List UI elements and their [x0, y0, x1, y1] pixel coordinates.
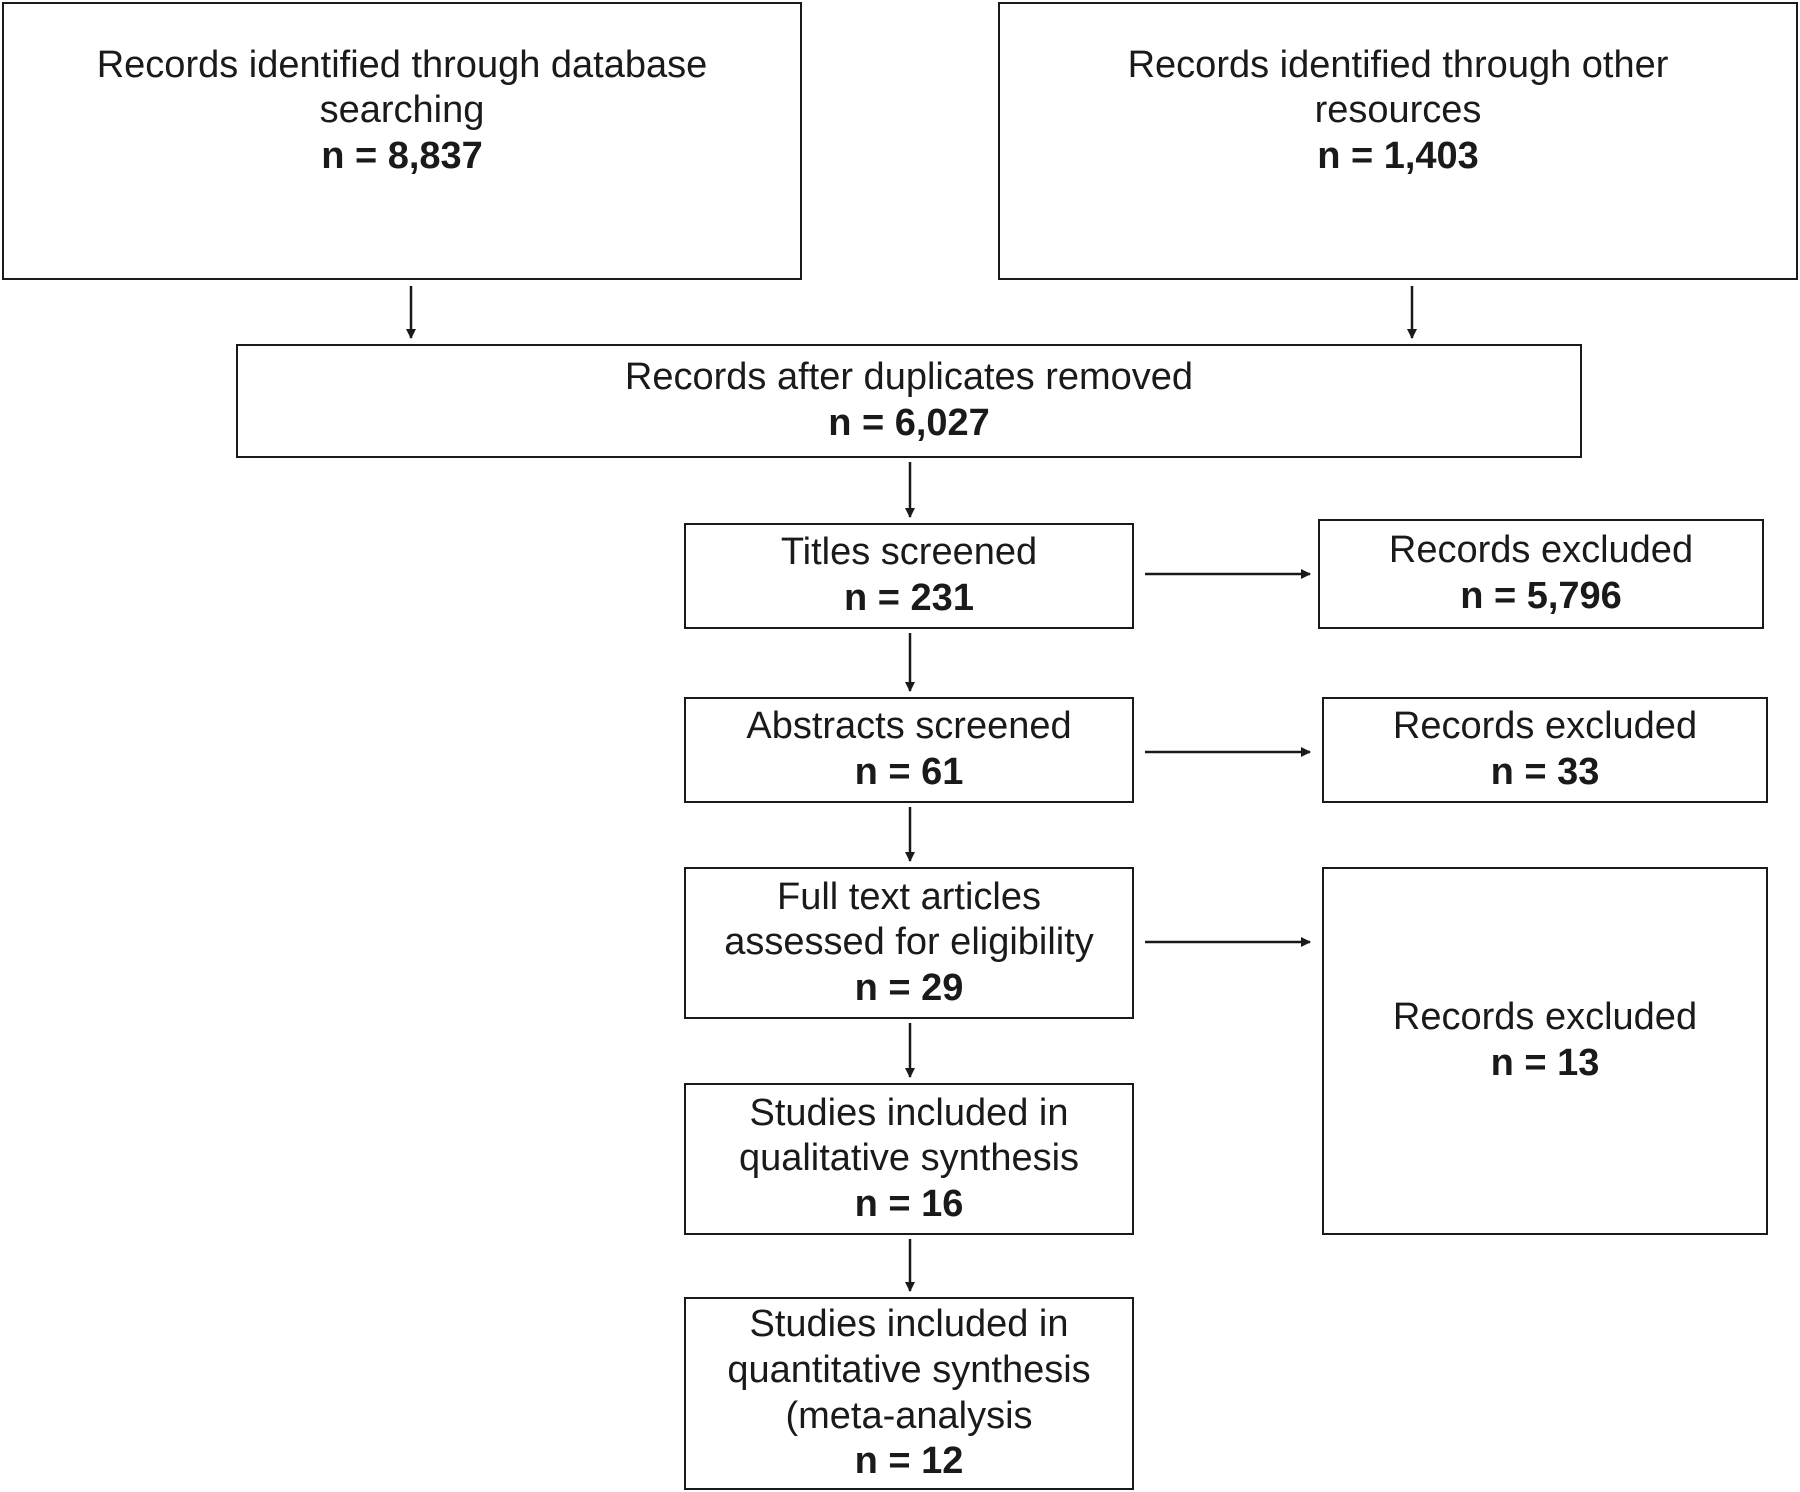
box-label: Studies included in quantitative synthes… [727, 1303, 1091, 1437]
titles-screened-box: Titles screened n = 231 [684, 523, 1134, 629]
box-count: n = 1,403 [1317, 134, 1479, 177]
box-label: Records identified through other resourc… [1127, 43, 1669, 132]
qualitative-synthesis-box: Studies included in qualitative synthesi… [684, 1083, 1134, 1235]
box-label: Studies included in qualitative synthesi… [738, 1091, 1080, 1180]
full-text-excluded-box: Records excluded n = 13 [1322, 867, 1768, 1235]
database-search-box: Records identified through database sear… [2, 2, 802, 280]
box-count: n = 16 [854, 1182, 964, 1225]
box-label: Abstracts screened [746, 705, 1072, 748]
full-text-box: Full text articles assessed for eligibil… [684, 867, 1134, 1019]
box-label: Records excluded [1392, 705, 1698, 748]
box-count: n = 231 [844, 577, 974, 619]
box-count: n = 5,796 [1460, 575, 1622, 617]
box-count: n = 6,027 [828, 402, 990, 444]
box-label: Records identified through database sear… [96, 43, 708, 132]
other-resources-box: Records identified through other resourc… [998, 2, 1798, 280]
box-count: n = 61 [854, 751, 964, 793]
abstracts-screened-box: Abstracts screened n = 61 [684, 697, 1134, 803]
box-label: Records excluded [1392, 996, 1698, 1039]
box-label: Full text articles assessed for eligibil… [724, 875, 1094, 964]
titles-excluded-box: Records excluded n = 5,796 [1318, 519, 1764, 629]
box-label: Records excluded [1388, 529, 1694, 572]
box-count: n = 29 [854, 966, 964, 1009]
abstracts-excluded-box: Records excluded n = 33 [1322, 697, 1768, 803]
quantitative-synthesis-box: Studies included in quantitative synthes… [684, 1297, 1134, 1490]
after-duplicates-box: Records after duplicates removed n = 6,0… [236, 344, 1582, 458]
box-label: Titles screened [780, 531, 1038, 574]
box-count: n = 13 [1490, 1042, 1600, 1084]
box-count: n = 12 [854, 1440, 964, 1483]
box-count: n = 33 [1490, 751, 1600, 793]
box-count: n = 8,837 [321, 134, 483, 177]
box-label: Records after duplicates removed [624, 356, 1194, 399]
